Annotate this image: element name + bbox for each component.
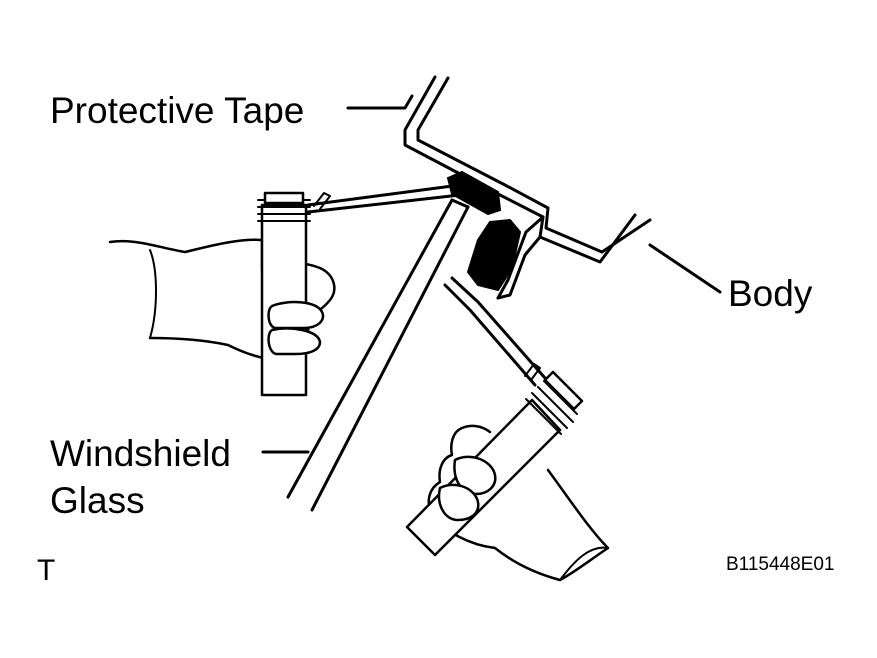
upper-bottle-neck bbox=[263, 191, 305, 205]
windshield-glass bbox=[286, 198, 470, 512]
upper-applicator-wire bbox=[306, 183, 462, 214]
lower-bottle-cap bbox=[525, 380, 578, 435]
windshield-glass-label-line1: Windshield bbox=[50, 433, 231, 474]
protective-tape-label: Protective Tape bbox=[50, 90, 305, 131]
upper-applicator-tab bbox=[313, 192, 331, 210]
view-code-label: T bbox=[37, 554, 56, 587]
windshield-glass-inner-edge bbox=[310, 205, 470, 512]
figure-code-label: B115448E01 bbox=[726, 554, 835, 575]
body-panel-inner-edge bbox=[416, 76, 652, 254]
lower-applicator-wire bbox=[443, 276, 547, 387]
windshield-glass-outer-edge bbox=[286, 198, 454, 499]
body-flange-edge bbox=[496, 235, 542, 300]
body-leader bbox=[648, 243, 722, 294]
windshield-glass-top-edge bbox=[450, 198, 470, 209]
lower-hand-finger-2 bbox=[437, 483, 480, 522]
upper-hand-fingers bbox=[267, 300, 325, 330]
body-flange-inner bbox=[496, 215, 545, 300]
body-panel bbox=[403, 75, 652, 300]
lower-applicator-tab bbox=[524, 363, 541, 381]
windshield-glass-label: Windshield Glass bbox=[50, 430, 231, 524]
lower-bottle-neck bbox=[543, 370, 584, 411]
windshield-glass-label-line2: Glass bbox=[50, 480, 145, 521]
upper-hand-sleeve bbox=[149, 249, 157, 339]
upper-hand-finger-2 bbox=[267, 327, 322, 356]
leader-lines bbox=[261, 94, 722, 454]
upper-bottle-body bbox=[260, 203, 308, 397]
protective-tape-strip bbox=[446, 170, 502, 216]
body-panel-outer-edge bbox=[403, 75, 637, 264]
body-label: Body bbox=[728, 273, 813, 314]
lower-hand-sleeve bbox=[559, 546, 609, 581]
upper-hand-with-bottle bbox=[108, 183, 462, 397]
protective-tape-leader bbox=[346, 94, 414, 110]
lower-hand-with-bottle bbox=[405, 276, 610, 582]
adhesive-bead bbox=[466, 218, 522, 292]
